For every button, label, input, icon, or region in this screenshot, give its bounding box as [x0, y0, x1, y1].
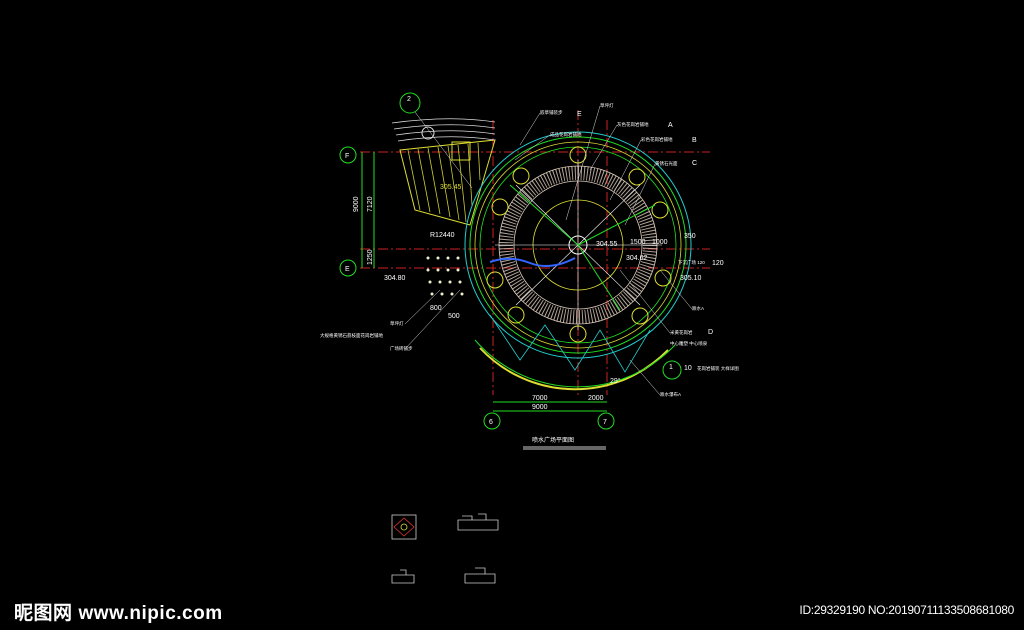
callout-label: 跌水瀑布A — [660, 391, 681, 398]
row-label-c: C — [692, 160, 697, 167]
elevation: 304.55 — [596, 241, 618, 248]
watermark-url: www.nipic.com — [78, 603, 223, 624]
radius-label: R12440 — [430, 232, 455, 239]
elevation: 305.45 — [440, 184, 462, 191]
row-label-b: B — [692, 137, 697, 144]
dim-right: 350 — [684, 233, 696, 240]
callout-label: 灰色花岗岩铺地 — [617, 121, 649, 128]
leader-lines — [404, 105, 693, 396]
watermark-logo-text: 昵图网 — [14, 602, 73, 624]
grid-label-e: E — [345, 266, 350, 273]
dim-vertical: 9000 — [353, 196, 360, 212]
callout-label: 草坪灯 — [390, 320, 404, 327]
callout-label: 草坪灯 — [600, 102, 614, 109]
detail-label-1: 1 — [669, 364, 673, 371]
paving-grid — [426, 256, 464, 296]
grid-label-7: 7 — [603, 419, 607, 426]
callout-label: 大规格黄锈石荔枝面花岗岩铺地 — [320, 332, 383, 339]
fountain-plaza — [464, 131, 692, 391]
dim-bottom: 9000 — [532, 404, 548, 411]
elevation: 305.10 — [680, 275, 702, 282]
dim-right: 1000 — [652, 239, 668, 246]
dim-right: 120 — [712, 260, 724, 267]
callout-label: 花岗岩铺装 大样详图 — [697, 365, 739, 372]
hatched-deck — [391, 118, 496, 226]
dim-misc: 10 — [684, 365, 692, 372]
dim-right: 1500 — [630, 239, 646, 246]
dim-misc: 29° — [610, 377, 621, 385]
row-label-e: E — [577, 111, 582, 118]
grid-label-f: F — [345, 153, 349, 160]
dim-bottom: 7000 — [532, 395, 548, 402]
elevation: 304.62 — [626, 255, 648, 262]
dim-misc: 800 — [430, 305, 442, 312]
dim-bottom: 2000 — [588, 395, 604, 402]
callout-label: 黄锈石光面 — [655, 160, 678, 167]
row-label-a: A — [668, 122, 673, 129]
detail-thumbnails — [391, 513, 499, 584]
drawing-title: 喷水广场平面图 — [532, 436, 574, 444]
watermark-id: ID:29329190 NO:20190711133508681080 — [799, 603, 1014, 617]
callout-label: 广场砖铺步 — [390, 345, 413, 352]
axis-lines — [360, 110, 710, 395]
grid-bubbles — [339, 92, 682, 430]
callout-label: 跌水A — [692, 305, 704, 312]
dim-vertical: 1250 — [367, 249, 374, 265]
callout-label: 彩色花岗岩铺地 — [641, 136, 673, 143]
callout-label: 中心雕塑 中心喷泉 — [670, 340, 708, 347]
elevation: 304.80 — [384, 275, 406, 282]
detail-label-2: 2 — [407, 96, 411, 103]
grid-label-6: 6 — [489, 419, 493, 426]
row-label-d: D — [708, 329, 713, 336]
callout-label: 嵌草铺装步 — [540, 109, 563, 116]
dim-misc: 500 — [448, 313, 460, 320]
callout-label: 成品花岗岩铺地 — [550, 131, 582, 138]
callout-label: 米黄花岗岩 — [670, 329, 693, 336]
dim-vertical: 7120 — [367, 196, 374, 212]
callout-label: 下沉广场 120 — [678, 259, 705, 266]
